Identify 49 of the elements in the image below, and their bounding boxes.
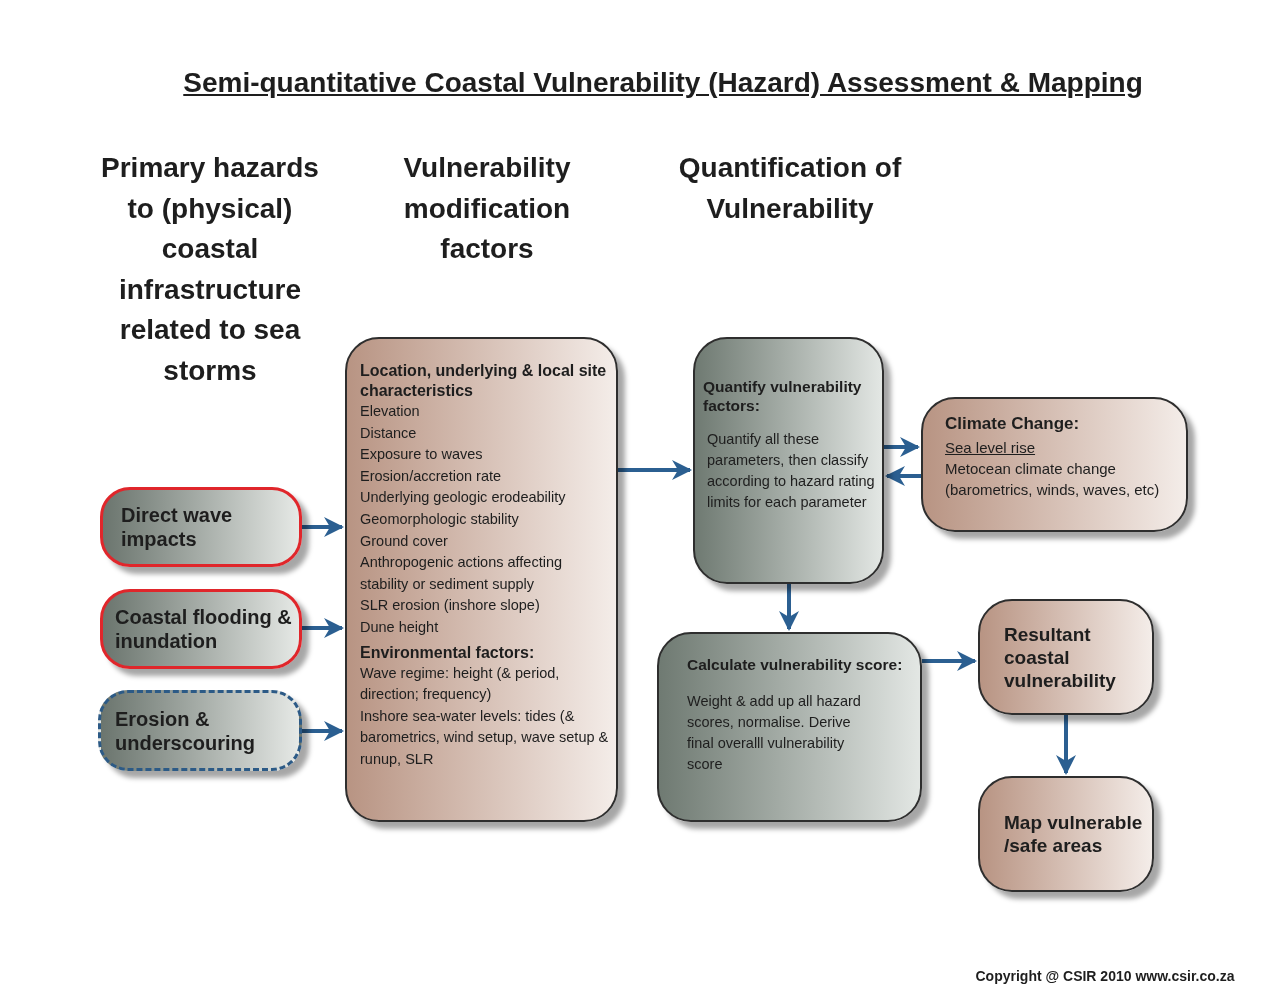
box-text: Direct wave impacts	[121, 503, 234, 551]
arrow	[922, 651, 977, 671]
arrow	[618, 460, 692, 480]
box-text: SLR erosion (inshore slope)	[360, 596, 541, 616]
title: Semi-quantitative Coastal Vulnerability (Hazard) Assessment & Mapping	[182, 66, 1144, 100]
arrow	[779, 584, 799, 631]
box-text: Inshore sea-water levels: tides (& barometrics, wind setup, wave setup & runup, SLR	[360, 706, 610, 769]
box-text: Underlying geologic erodeability	[360, 488, 567, 508]
box-text: Map vulnerable /safe areas	[1004, 811, 1144, 857]
box-text: Erosion & underscouring	[115, 706, 256, 755]
box-text: Dune height	[360, 617, 440, 637]
arrow	[884, 437, 920, 457]
column-heading: Primary hazards to (physical) coastal infrastructure related to sea storms	[100, 151, 320, 388]
hazard-box	[100, 589, 302, 669]
box-heading: Environmental factors:	[360, 642, 536, 663]
process-box	[693, 337, 884, 584]
box-text: Erosion/accretion rate	[360, 466, 503, 486]
column-heading: Quantification of Vulnerability	[677, 151, 903, 226]
box-heading: Calculate vulnerability score:	[687, 655, 904, 675]
box-text: Quantify all these parameters, then classify according to hazard rating limits for each parameter	[706, 430, 876, 512]
arrow	[1056, 715, 1076, 775]
box-text: Ground cover	[360, 531, 449, 551]
arrow	[302, 517, 344, 537]
box-text: Metocean climate change (barometrics, winds, waves, etc)	[945, 459, 1161, 500]
box-text: Exposure to waves	[360, 445, 484, 465]
hazard-box	[100, 487, 302, 567]
process-box	[921, 397, 1188, 532]
column-heading: Vulnerability modification factors	[402, 151, 572, 266]
process-box	[345, 337, 618, 822]
arrow	[885, 466, 921, 486]
hazard-box	[98, 690, 302, 771]
box-heading: Location, underlying & local site characteristics	[360, 361, 608, 401]
copyright-note: Copyright @ CSIR 2010 www.csir.co.za	[974, 967, 1236, 986]
process-box	[978, 776, 1154, 892]
arrow	[302, 721, 344, 741]
box-text: Anthropogenic actions affecting stability or sediment supply	[360, 553, 564, 594]
box-heading: Quantify vulnerability factors:	[703, 377, 863, 415]
box-text: Sea level rise	[945, 438, 1037, 458]
box-text: Elevation	[360, 402, 421, 421]
process-box	[657, 632, 922, 822]
box-text: Geomorphologic stability	[360, 509, 520, 529]
box-heading: Climate Change:	[945, 413, 1081, 435]
box-text: Resultant coastal vulnerability	[1004, 622, 1117, 692]
process-box	[978, 599, 1154, 715]
box-text: Distance	[360, 423, 418, 443]
box-text: Wave regime: height (& period, direction; frequency)	[360, 663, 561, 705]
arrow	[302, 618, 344, 638]
box-text: Coastal flooding & inundation	[115, 605, 293, 653]
box-text: Weight & add up all hazard scores, normalise. Derive final overalll vulnerability score	[687, 692, 862, 774]
